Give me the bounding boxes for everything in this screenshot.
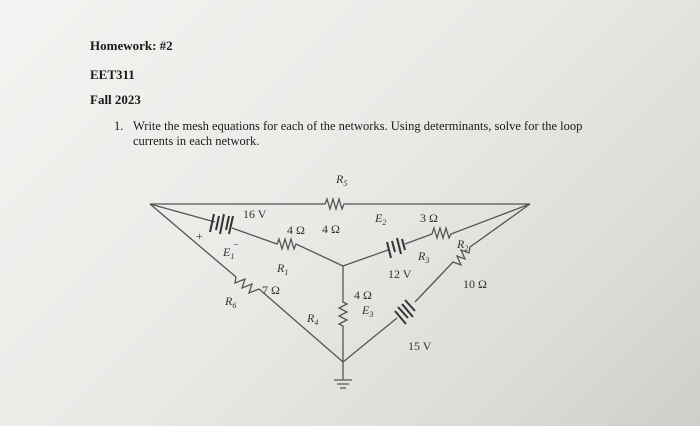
ground-icon [334,379,352,389]
homework-title: Homework: #2 [90,38,173,53]
label-e2-value: 12 V [388,267,412,281]
label-r3: R3 [417,249,429,265]
label-e3-value: 15 V [408,339,432,353]
label-r4-value: 4 Ω [354,288,372,302]
label-e3: E3 [361,303,373,319]
battery-e3-icon [394,299,416,325]
battery-e2-icon [386,237,406,259]
label-r1: R1 [276,261,288,277]
course-code: EET311 [90,67,135,82]
label-e1-plus: + [196,229,203,243]
label-r6-value: 7 Ω [262,283,280,297]
label-r3-value: 10 Ω [463,277,487,291]
label-e1-value: 16 V [243,207,267,221]
wire-e1-r1 [149,203,344,267]
label-r1-value: 4 Ω [287,223,305,237]
label-r5-value: 4 Ω [322,222,340,236]
label-r6: R6 [224,294,236,310]
wire-r3-e3 [342,203,531,363]
wire-r6 [149,203,344,363]
term: Fall 2023 [90,92,141,107]
label-e2: E2 [374,211,386,227]
question-line-1: Write the mesh equations for each of the… [133,119,583,133]
label-r4: R4 [306,311,318,327]
label-e1-minus: − [233,240,239,251]
wire-top [150,196,530,212]
wire-e2-r2 [342,203,531,267]
question-line-2: currents in each network. [133,134,260,148]
label-r5: R5 [335,172,347,188]
resistor-r4 [337,266,349,380]
label-r2-value: 3 Ω [420,211,438,225]
label-r2: R2 [456,237,468,253]
battery-e1-icon [209,213,234,235]
question-number: 1. [114,119,124,133]
label-e1: E1 [222,245,234,261]
